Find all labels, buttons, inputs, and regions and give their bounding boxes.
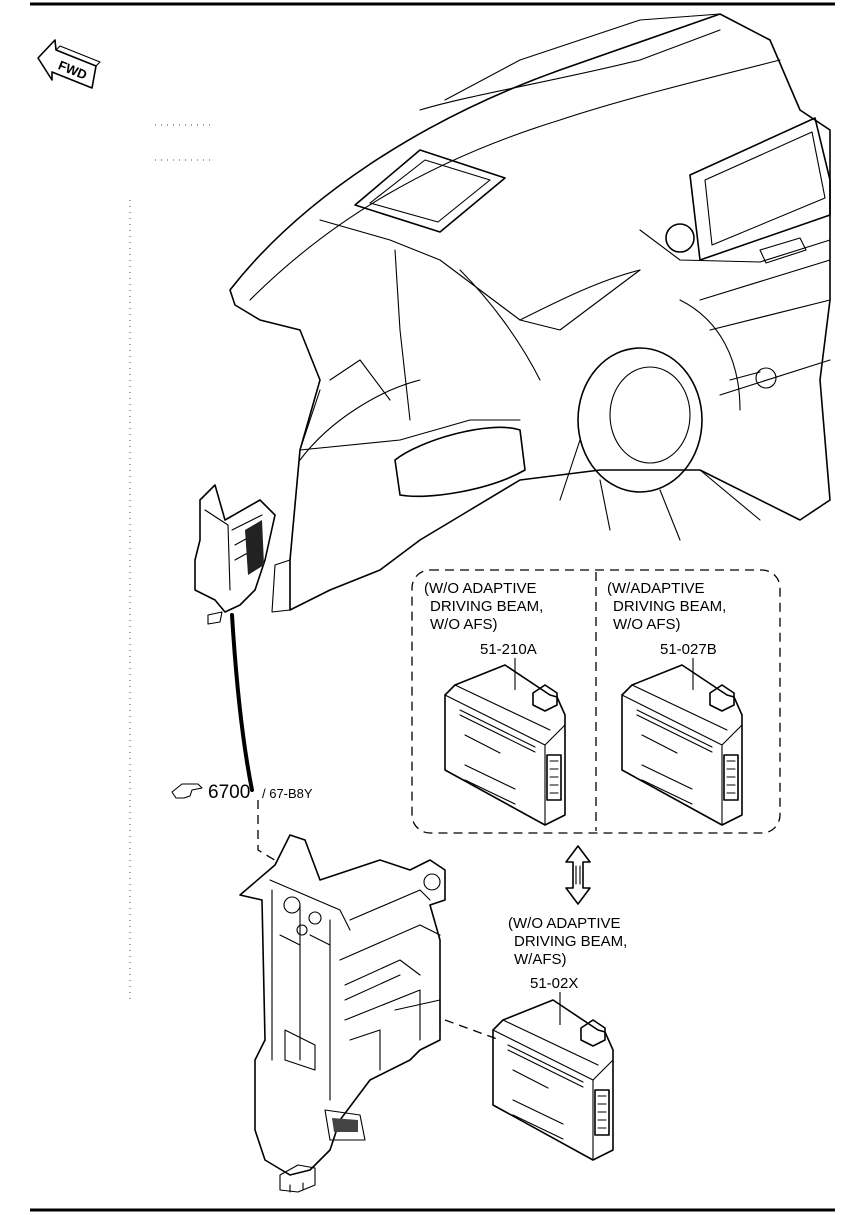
variant-2-module-illustration [621, 664, 743, 826]
fwd-arrow-icon: FWD [37, 39, 101, 89]
variant-3-part-number: 51-02X [530, 975, 578, 992]
dashboard-illustration [229, 13, 831, 613]
pointing-hand-icon [171, 783, 203, 799]
variant-1-line-3: W/O AFS) [430, 616, 498, 633]
reference-code: 6700 [208, 782, 250, 803]
installed-bracket-illustration [194, 484, 276, 625]
variant-group-box [411, 569, 781, 834]
variant-3-line-1: (W/O ADAPTIVE [508, 915, 621, 932]
variant-1-module-illustration [444, 664, 566, 826]
variant-1: (W/O ADAPTIVE DRIVING BEAM, W/O AFS) 51-… [424, 580, 566, 826]
variant-2-line-2: DRIVING BEAM, [613, 598, 726, 615]
leader-dash [257, 800, 279, 863]
guide-dots [129, 124, 215, 1000]
reference-suffix: / 67-B8Y [262, 786, 313, 801]
variant-2-line-1: (W/ADAPTIVE [607, 580, 705, 597]
variant-2-part-number: 51-027B [660, 641, 717, 658]
variant-3-line-2: DRIVING BEAM, [514, 933, 627, 950]
variant-3-line-3: W/AFS) [514, 951, 567, 968]
reference-mark: 6700 / 67-B8Y [171, 782, 313, 803]
bracket-enlarged-illustration [239, 834, 446, 1193]
variant-2: (W/ADAPTIVE DRIVING BEAM, W/O AFS) 51-02… [607, 580, 743, 826]
mount-dash [444, 1019, 501, 1041]
variant-3-module-illustration [492, 999, 614, 1161]
variant-2-line-3: W/O AFS) [613, 616, 681, 633]
double-arrow-icon [565, 845, 591, 905]
variant-1-line-1: (W/O ADAPTIVE [424, 580, 537, 597]
leader-curve [230, 613, 254, 792]
variant-1-part-number: 51-210A [480, 641, 537, 658]
variant-3: (W/O ADAPTIVE DRIVING BEAM, W/AFS) 51-02… [492, 915, 627, 1161]
variant-1-line-2: DRIVING BEAM, [430, 598, 543, 615]
